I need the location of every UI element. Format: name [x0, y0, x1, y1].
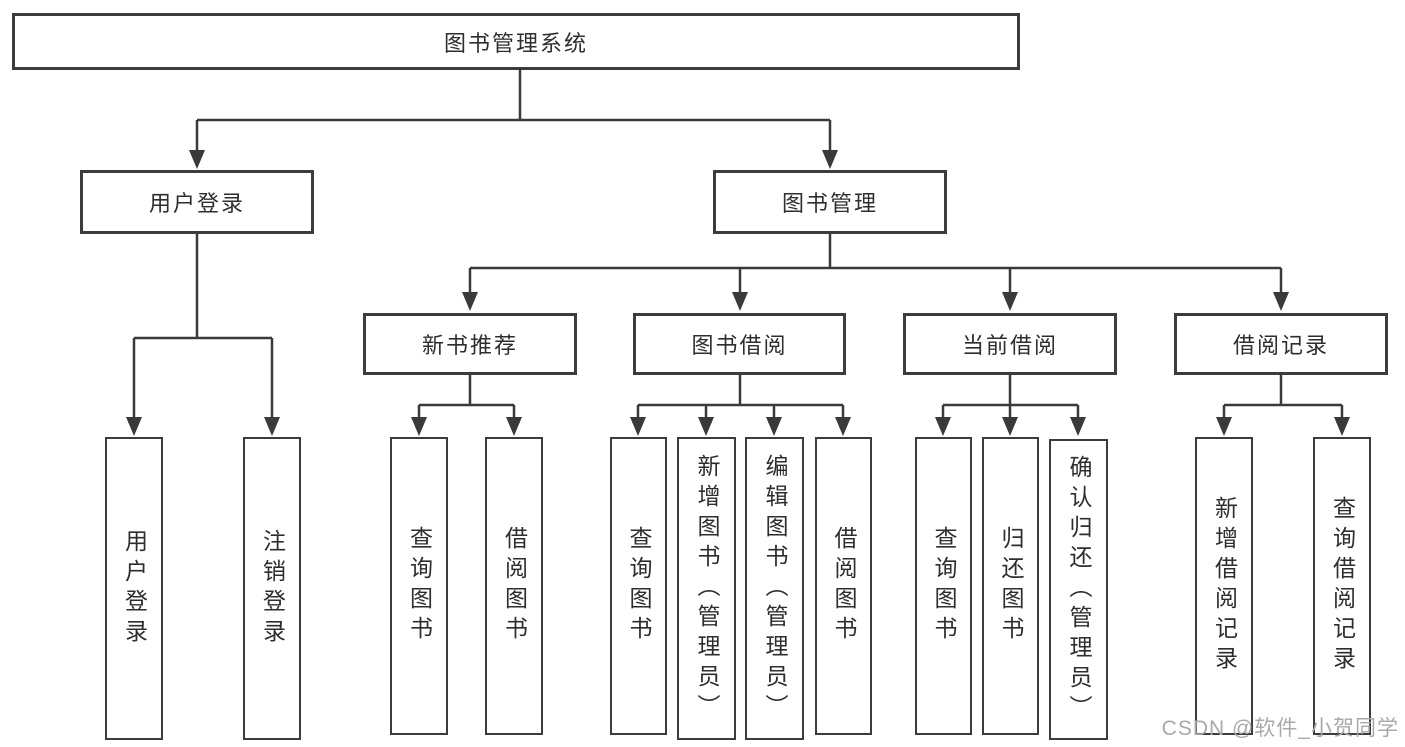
connector-user-login-children: [132, 234, 274, 418]
connector-book-borrow-children: [636, 375, 845, 418]
col-logout-login: 注销登录: [243, 437, 301, 740]
col-user-login: 用户登录: [105, 437, 163, 740]
node-book-borrow: 图书借阅: [633, 313, 846, 375]
col-confirm-return-admin: 确认归还（管理员）: [1049, 439, 1108, 740]
connector-root-to-level2: [195, 70, 832, 151]
node-current-borrow: 当前借阅: [903, 313, 1117, 375]
connector-current-borrow-children: [941, 375, 1080, 418]
col-return-books: 归还图书: [982, 437, 1039, 735]
col-borrow-books-borrow: 借阅图书: [815, 437, 872, 735]
connector-book-management-children: [468, 234, 1283, 293]
connector-borrow-record-children: [1222, 375, 1344, 418]
col-add-borrow-record: 新增借阅记录: [1195, 437, 1253, 735]
col-query-books-recommend: 查询图书: [390, 437, 448, 735]
node-new-book-recommend: 新书推荐: [363, 313, 577, 375]
col-query-books-current: 查询图书: [915, 437, 972, 735]
col-edit-books-admin: 编辑图书（管理员）: [745, 437, 804, 740]
col-borrow-books-recommend: 借阅图书: [485, 437, 543, 735]
node-borrow-records: 借阅记录: [1174, 313, 1388, 375]
csdn-watermark: CSDN @软件_小贺同学: [1161, 717, 1399, 740]
node-user-login: 用户登录: [80, 170, 314, 234]
connector-new-book-children: [417, 375, 516, 418]
col-add-books-admin: 新增图书（管理员）: [677, 437, 736, 740]
col-query-books-borrow: 查询图书: [610, 437, 667, 735]
arrowheads: [126, 150, 1350, 436]
node-library-management-system: 图书管理系统: [12, 13, 1020, 70]
col-query-borrow-record: 查询借阅记录: [1313, 437, 1371, 735]
node-book-management: 图书管理: [713, 170, 947, 234]
